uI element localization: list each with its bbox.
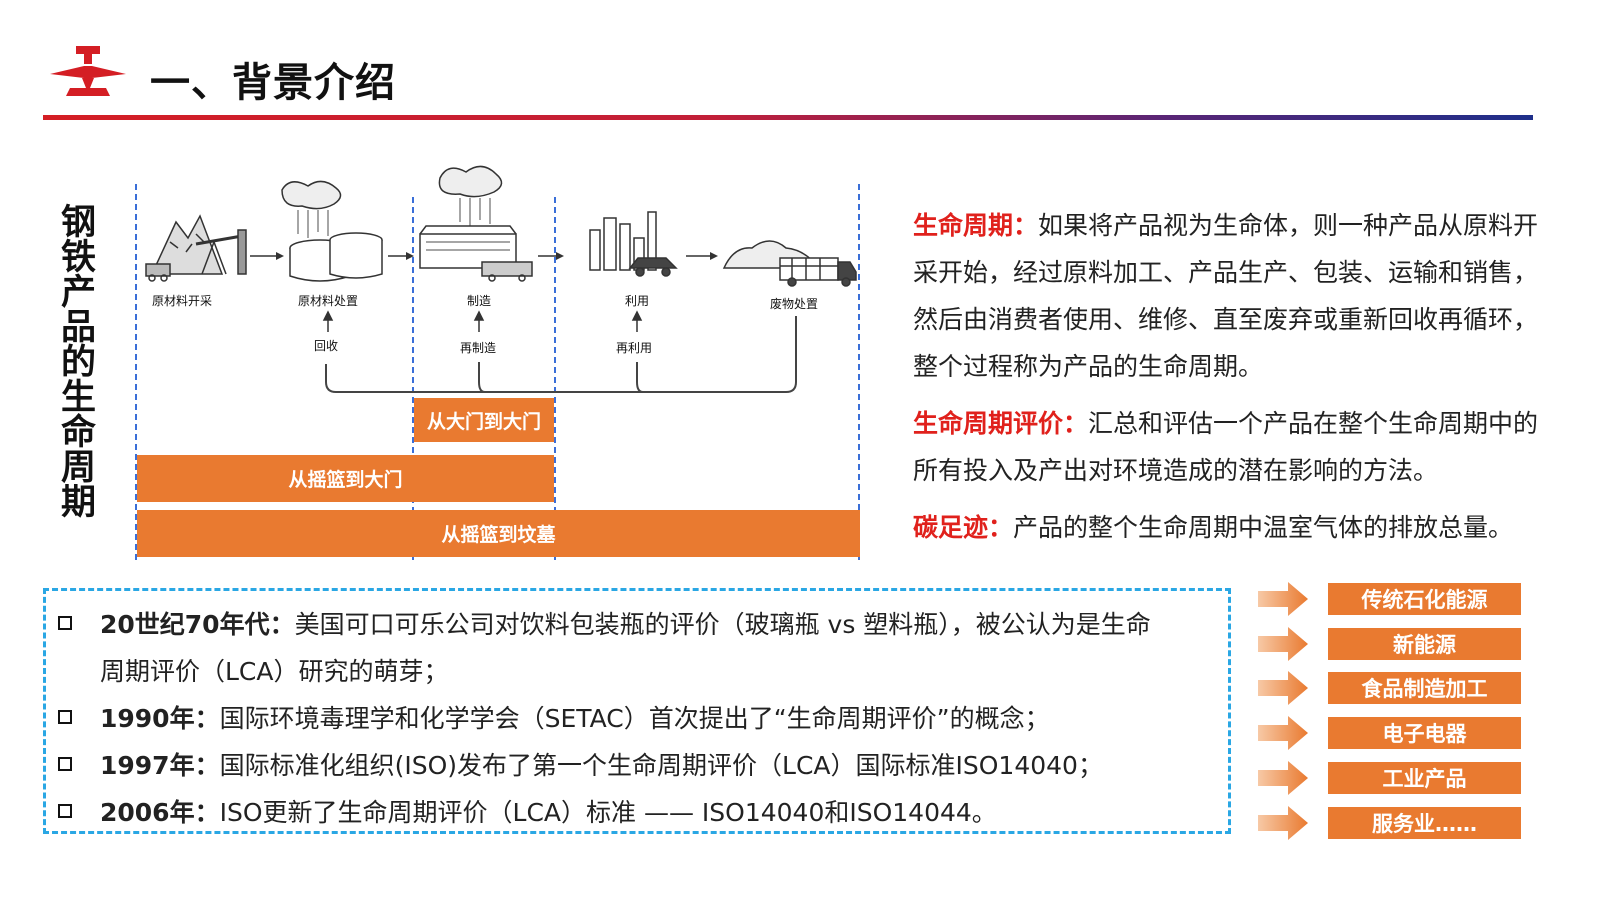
cradle-to-grave-bar: 从摇篮到坟墓 [137,510,860,557]
history-year: 1997年： [100,751,220,780]
checkbox-bullet-icon [58,710,72,724]
industry-item: 传统石化能源 [1328,583,1521,615]
rail-logo-icon [48,44,128,104]
lifecycle-diagram: 原材料开采 原材料处置 制造 利用 废物处置 回收 再制造 再利用 [130,165,870,566]
checkbox-bullet-icon [58,804,72,818]
definition-lifecycle: 生命周期：如果将产品视为生命体，则一种产品从原料开采开始，经过原料加工、产品生产… [913,202,1553,390]
factory-illustration [419,165,533,282]
arrow-right-icon [1258,761,1308,795]
history-year: 1990年： [100,704,220,733]
definition-text: 汇总和评估一个产品在整个生命周期中的所有投入及产出对环境造成的潜在影响的方法。 [913,409,1539,485]
history-text: 美国可口可乐公司对饮料包装瓶的评价（玻璃瓶 vs 塑料瓶），被公认为是生命 [294,610,1151,639]
arrow-right-icon [1258,716,1308,750]
checkbox-bullet-icon [58,757,72,771]
history-item: 2006年：ISO更新了生命周期评价（LCA）标准 —— ISO14040和IS… [100,789,1230,836]
stage-label: 利用 [625,294,649,308]
header-divider [43,115,1533,120]
industry-item: 服务业…… [1328,807,1521,839]
page-title: 一、背景介绍 [150,60,396,106]
history-year: 2006年： [100,798,220,827]
definition-term: 碳足迹： [913,513,1014,542]
stage-label: 废物处置 [770,296,818,311]
feedback-label: 再利用 [616,341,652,355]
industry-item: 新能源 [1328,628,1521,660]
industry-item: 工业产品 [1328,762,1521,794]
history-box [43,588,1231,834]
vertical-title: 钢铁产品的生命周期 [55,203,95,518]
stage-label: 原材料开采 [152,294,212,308]
city-illustration [589,211,678,277]
definition-text: 如果将产品视为生命体，则一种产品从原料开采开始，经过原料加工、产品生产、包装、运… [913,211,1539,381]
arrow-right-icon [1258,627,1308,661]
feedback-label: 回收 [314,339,338,353]
gate-to-gate-bar: 从大门到大门 [414,398,554,442]
history-item-continuation: 周期评价（LCA）研究的萌芽； [100,657,449,686]
feedback-label: 再制造 [460,341,496,355]
waste-illustration [722,240,857,287]
history-text: ISO更新了生命周期评价（LCA）标准 —— ISO14040和ISO14044… [219,798,997,827]
definition-carbon-footprint: 碳足迹：产品的整个生命周期中温室气体的排放总量。 [913,504,1553,551]
history-item: 1990年：国际环境毒理学和化学学会（SETAC）首次提出了“生命周期评价”的概… [100,695,1230,742]
processing-illustration [281,180,383,282]
definition-term: 生命周期评价： [913,409,1089,438]
checkbox-bullet-icon [58,616,72,630]
history-text: 国际标准化组织(ISO)发布了第一个生命周期评价（LCA）国际标准ISO1404… [219,751,1103,780]
mining-illustration [145,214,247,282]
arrow-right-icon [1258,582,1308,616]
stage-label: 原材料处置 [298,294,358,308]
stage-label: 制造 [467,294,491,308]
history-text: 国际环境毒理学和化学学会（SETAC）首次提出了“生命周期评价”的概念； [219,704,1050,733]
history-item: 1997年：国际标准化组织(ISO)发布了第一个生命周期评价（LCA）国际标准I… [100,742,1230,789]
history-year: 20世纪70年代： [100,610,295,639]
arrow-right-icon [1258,671,1308,705]
definitions: 生命周期：如果将产品视为生命体，则一种产品从原料开采开始，经过原料加工、产品生产… [913,202,1553,561]
arrow-right-icon [1258,806,1308,840]
history-item: 20世纪70年代：美国可口可乐公司对饮料包装瓶的评价（玻璃瓶 vs 塑料瓶），被… [100,601,1230,648]
definition-text: 产品的整个生命周期中温室气体的排放总量。 [1013,513,1514,542]
definition-lca: 生命周期评价：汇总和评估一个产品在整个生命周期中的所有投入及产出对环境造成的潜在… [913,400,1553,494]
industry-item: 食品制造加工 [1328,672,1521,704]
definition-term: 生命周期： [913,211,1039,240]
cradle-to-gate-bar: 从摇篮到大门 [137,455,554,502]
industry-item: 电子电器 [1328,717,1521,749]
